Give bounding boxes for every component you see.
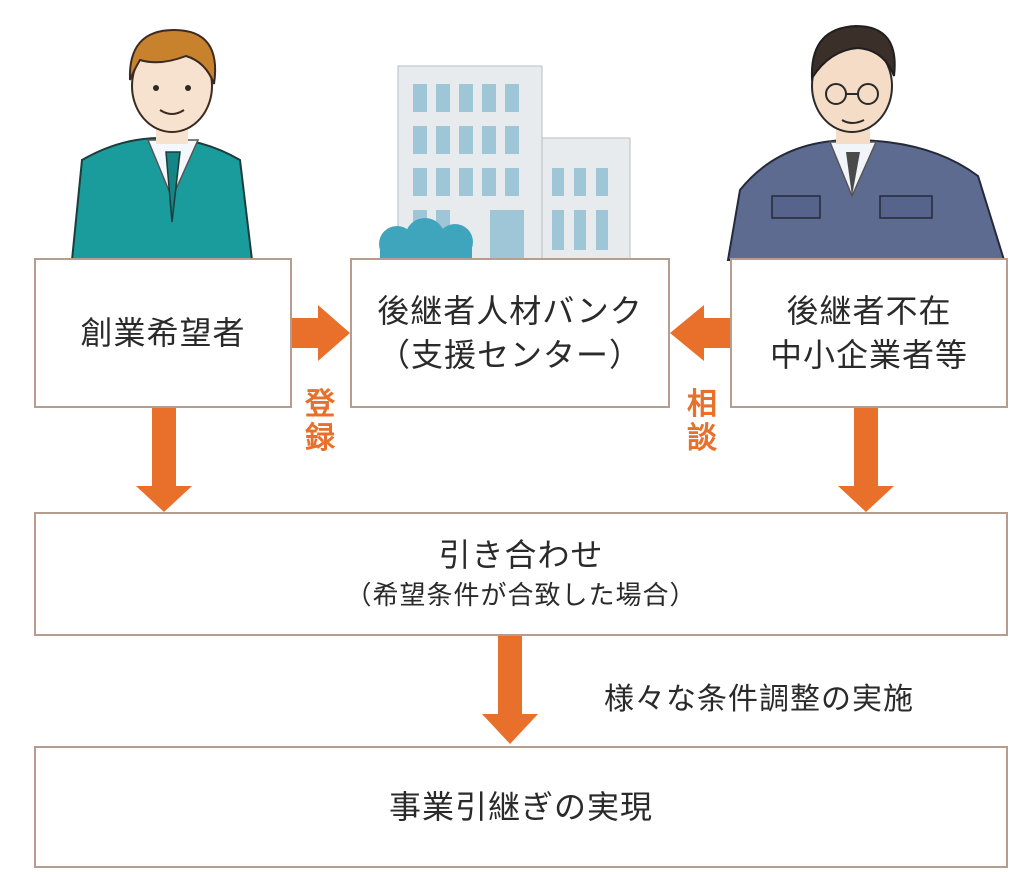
- applicant-box: 創業希望者: [34, 258, 292, 408]
- office-building-illustration: [379, 65, 631, 262]
- applicant-down-arrow: [136, 408, 192, 512]
- owner-label-line2: 中小企業者等: [769, 336, 968, 374]
- consult-arrow: [670, 305, 730, 361]
- support-center-label: （支援センター）: [377, 336, 642, 374]
- owner-label-line1: 後継者不在: [786, 292, 952, 330]
- result-label: 事業引継ぎの実現: [388, 788, 653, 826]
- consult-label: 相 談: [687, 387, 717, 456]
- result-box: 事業引継ぎの実現: [34, 746, 1008, 868]
- young-man-illustration: [70, 28, 254, 261]
- applicant-label: 創業希望者: [80, 314, 246, 352]
- matching-label: 引き合わせ: [438, 536, 604, 574]
- talent-bank-label: 後継者人材バンク: [377, 292, 643, 330]
- talent-bank-box: 後継者人材バンク （支援センター）: [350, 258, 670, 408]
- register-label: 登 録: [305, 387, 335, 456]
- shrub-icon: [379, 218, 473, 262]
- adjustment-note: 様々な条件調整の実施: [604, 682, 914, 717]
- owner-box: 後継者不在 中小企業者等: [730, 258, 1008, 408]
- matching-down-arrow: [482, 636, 538, 744]
- older-man-illustration: [726, 24, 1006, 261]
- register-arrow: [292, 305, 350, 361]
- matching-condition-label: （希望条件が合致した場合）: [345, 581, 697, 611]
- matching-box: 引き合わせ （希望条件が合致した場合）: [34, 512, 1008, 636]
- owner-down-arrow: [838, 408, 894, 512]
